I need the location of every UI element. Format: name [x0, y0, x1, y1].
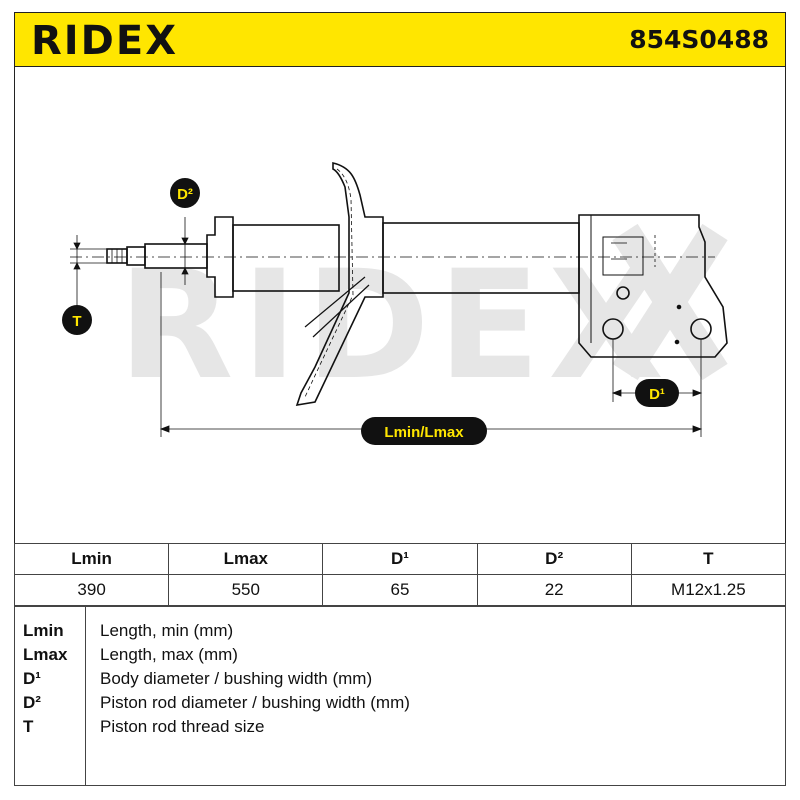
- mounting-bracket: [578, 214, 728, 358]
- label-d2-text: D²: [177, 186, 193, 203]
- shock-absorber-diagram: RIDEX: [62, 161, 728, 445]
- col-header-d1: D¹: [322, 543, 478, 575]
- legend-row: Lmax Length, max (mm): [15, 643, 785, 667]
- legend-row: D² Piston rod diameter / bushing width (…: [15, 691, 785, 715]
- value-lmax: 550: [168, 574, 324, 606]
- legend-row: D¹ Body diameter / bushing width (mm): [15, 667, 785, 691]
- watermark-x-shape: [612, 223, 728, 381]
- legend-desc: Length, min (mm): [100, 621, 234, 640]
- label-length: Lmin/Lmax: [361, 417, 487, 445]
- label-t-text: T: [72, 313, 81, 330]
- col-header-lmax: Lmax: [168, 543, 324, 575]
- spring-seat: [295, 161, 384, 407]
- col-header-d2: D²: [476, 543, 632, 575]
- bracket-hole-small: [616, 286, 630, 300]
- spec-table: Lmin Lmax D¹ D² T 390 550 65 22 M12x1.25: [13, 543, 787, 606]
- spring-seat-inner: [304, 168, 354, 398]
- spec-value-row: 390 550 65 22 M12x1.25: [13, 574, 787, 606]
- legend-row: Lmin Length, min (mm): [15, 619, 785, 643]
- part-number: 854S0488: [629, 25, 769, 54]
- spec-header-row: Lmin Lmax D¹ D² T: [13, 543, 787, 575]
- bracket-clip: [602, 236, 644, 276]
- legend-desc: Body diameter / bushing width (mm): [100, 669, 373, 688]
- shock-drawing: [70, 161, 728, 407]
- brand-logo: RIDEX: [31, 18, 179, 64]
- legend-box: Lmin Length, min (mm) Lmax Length, max (…: [14, 606, 786, 786]
- top-cap: [206, 216, 234, 298]
- label-t: T: [62, 305, 92, 335]
- legend-divider: [85, 607, 86, 785]
- col-header-t: T: [630, 543, 787, 575]
- legend-key: D¹: [23, 669, 41, 688]
- value-d2: 22: [476, 574, 632, 606]
- legend-key: Lmax: [23, 645, 68, 664]
- legend-key: D²: [23, 693, 41, 712]
- legend-row: T Piston rod thread size: [15, 715, 785, 739]
- legend-desc: Length, max (mm): [100, 645, 238, 664]
- label-d2: D²: [170, 178, 200, 208]
- watermark-text: RIDEX: [118, 239, 672, 413]
- legend-key: Lmin: [23, 621, 64, 640]
- legend-desc: Piston rod thread size: [100, 717, 265, 736]
- label-length-text: Lmin/Lmax: [384, 424, 464, 441]
- legend-key: T: [23, 717, 34, 736]
- value-t: M12x1.25: [630, 574, 787, 606]
- label-d1: D¹: [635, 379, 679, 407]
- upper-body: [232, 224, 340, 292]
- diagram-frame: RIDEX: [14, 67, 786, 544]
- header-bar: RIDEX 854S0488: [14, 12, 786, 67]
- legend-desc: Piston rod diameter / bushing width (mm): [100, 693, 410, 712]
- value-lmin: 390: [13, 574, 170, 606]
- label-d1-text: D¹: [649, 386, 665, 403]
- col-header-lmin: Lmin: [13, 543, 170, 575]
- value-d1: 65: [322, 574, 478, 606]
